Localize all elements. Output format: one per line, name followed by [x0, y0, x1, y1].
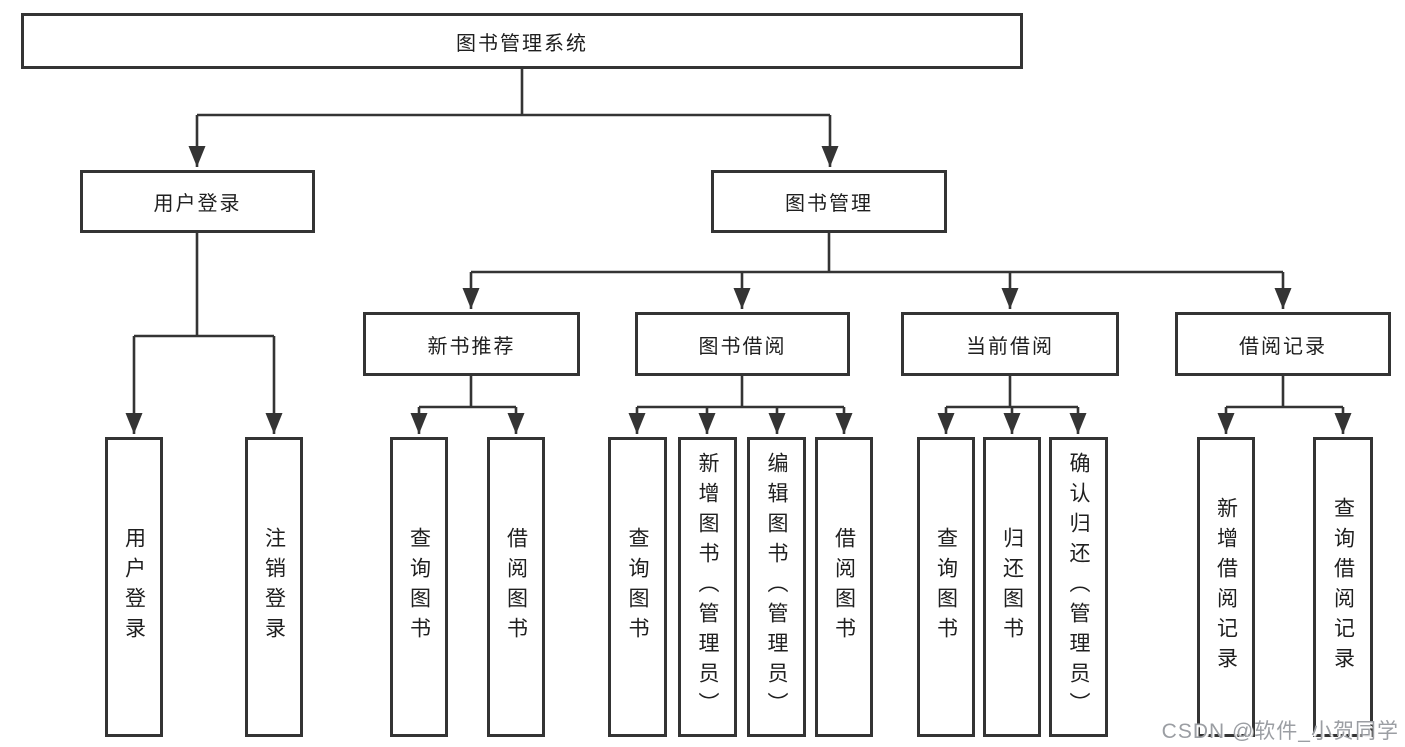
node-new-book-recommend: 新书推荐: [363, 312, 580, 376]
leaf-current-confirm-return-admin: 确认归还（管理员）: [1049, 437, 1108, 737]
leaf-logout: 注销登录: [245, 437, 303, 737]
leaf-records-query-record: 查询借阅记录: [1313, 437, 1373, 737]
node-system-root: 图书管理系统: [21, 13, 1023, 69]
leaf-borrow-query-books: 查询图书: [608, 437, 667, 737]
leaf-current-return-books: 归还图书: [983, 437, 1041, 737]
leaf-recommend-borrow-books: 借阅图书: [487, 437, 545, 737]
leaf-user-login: 用户登录: [105, 437, 163, 737]
node-user-login: 用户登录: [80, 170, 315, 233]
leaf-borrow-edit-books-admin: 编辑图书（管理员）: [747, 437, 806, 737]
leaf-borrow-borrow-books: 借阅图书: [815, 437, 873, 737]
node-book-borrow: 图书借阅: [635, 312, 850, 376]
node-borrow-records: 借阅记录: [1175, 312, 1391, 376]
leaf-borrow-add-books-admin: 新增图书（管理员）: [678, 437, 737, 737]
node-book-management: 图书管理: [711, 170, 947, 233]
leaf-recommend-query-books: 查询图书: [390, 437, 448, 737]
csdn-watermark: CSDN @软件_小贺同学: [1161, 720, 1399, 743]
leaf-records-add-record: 新增借阅记录: [1197, 437, 1255, 737]
leaf-current-query-books: 查询图书: [917, 437, 975, 737]
node-current-borrow: 当前借阅: [901, 312, 1119, 376]
